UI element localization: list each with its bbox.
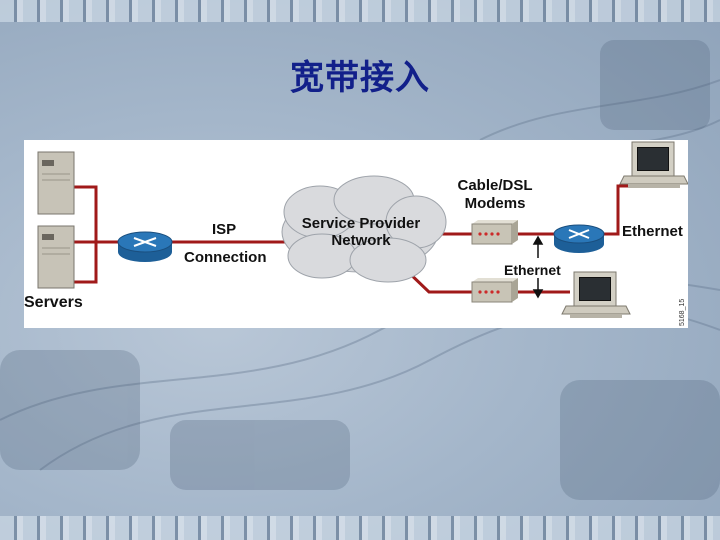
ethernet-label-right: Ethernet xyxy=(622,223,683,240)
cloud-label-line1: Service Provider xyxy=(301,215,421,232)
cloud-icon xyxy=(281,175,447,283)
ethernet-label-bottom: Ethernet xyxy=(504,262,561,278)
decorative-bottom-strip xyxy=(0,516,720,540)
servers-label: Servers xyxy=(24,294,83,311)
workstation-icon xyxy=(619,141,688,188)
ethernet-arrow xyxy=(532,235,544,299)
modem-icon xyxy=(471,220,518,245)
network-diagram: Servers ISP Connection Service Provider … xyxy=(24,140,688,328)
router-to-workstation-line xyxy=(604,184,628,236)
server-icon xyxy=(37,151,75,215)
slide-title: 宽带接入 xyxy=(290,58,430,98)
modems-label-line1: Cable/DSL xyxy=(457,177,533,194)
figure-id-label: 5168_15 xyxy=(679,298,686,326)
router-icon xyxy=(553,224,605,253)
workstation-icon xyxy=(561,271,631,318)
decorative-top-strip xyxy=(0,0,720,22)
cloud-label-line2: Network xyxy=(331,232,391,249)
connection-label: Connection xyxy=(184,249,267,266)
modem-icon xyxy=(471,278,518,303)
server-icon xyxy=(37,225,75,289)
router-icon xyxy=(117,231,173,262)
modems-label-line2: Modems xyxy=(464,195,526,212)
server-link-line xyxy=(74,185,98,284)
isp-label: ISP xyxy=(212,221,237,238)
